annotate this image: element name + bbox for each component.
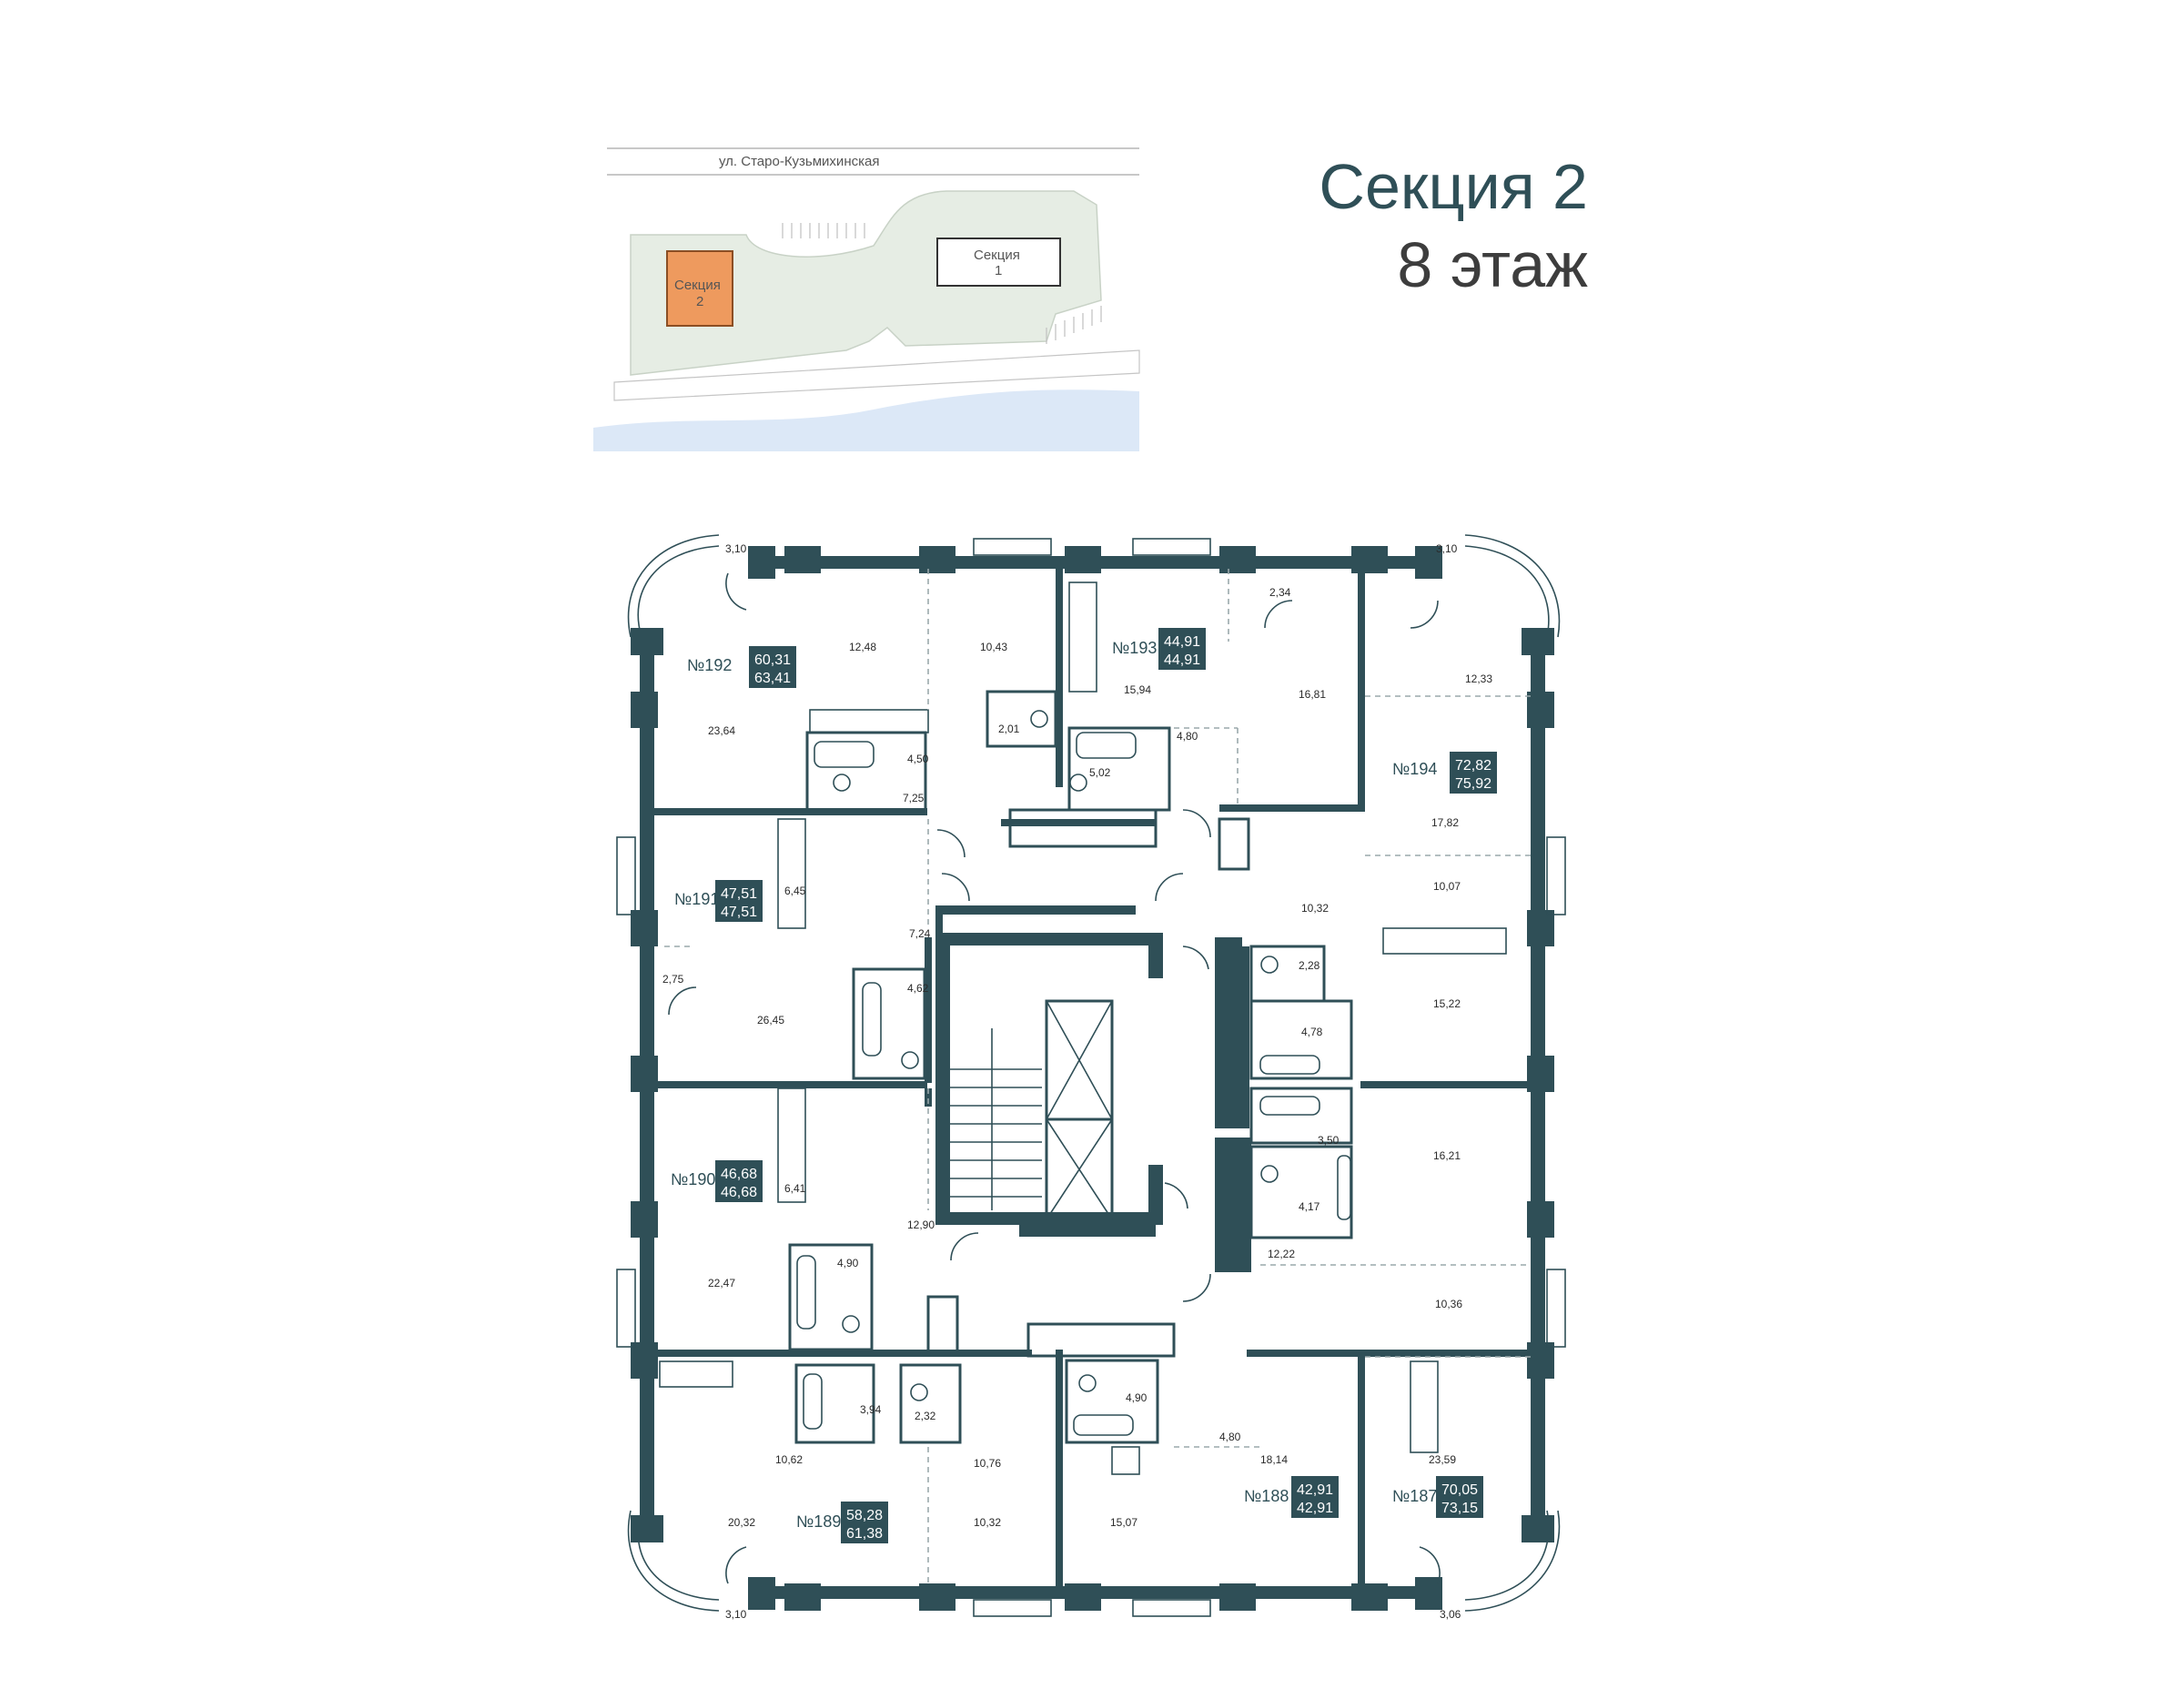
room-area: 23,64 xyxy=(708,724,735,737)
room-area: 15,94 xyxy=(1124,683,1151,696)
room-area: 26,45 xyxy=(757,1014,784,1026)
room-area: 10,36 xyxy=(1435,1298,1462,1310)
area-total: 44,91 xyxy=(1164,652,1200,668)
room-area: 10,76 xyxy=(974,1457,1001,1470)
apartment-number: №193 xyxy=(1112,639,1157,657)
apartment-190[interactable]: №190 46,68 46,68 xyxy=(671,1160,763,1202)
room-area: 17,82 xyxy=(1431,816,1459,829)
apartment-number: №192 xyxy=(687,656,732,674)
room-area: 12,48 xyxy=(849,641,876,653)
room-area: 10,07 xyxy=(1433,880,1461,893)
apartment-194[interactable]: №194 72,82 75,92 xyxy=(1392,752,1497,794)
site-map: ул. Старо-Кузьмихинская Секция 2 Секция … xyxy=(593,147,1140,451)
room-area: 7,25 xyxy=(903,792,925,804)
apartment-number: №189 xyxy=(796,1512,841,1531)
section-1-label-2: 1 xyxy=(995,263,1002,278)
room-area: 2,32 xyxy=(915,1410,936,1422)
room-area: 3,94 xyxy=(860,1403,882,1416)
apartment-number: №191 xyxy=(674,890,719,908)
apartment-189[interactable]: №189 58,28 61,38 xyxy=(796,1502,888,1543)
area-living: 44,91 xyxy=(1164,634,1200,650)
page-title: Секция 2 8 этаж xyxy=(1319,147,1588,304)
area-living: 58,28 xyxy=(846,1508,883,1523)
area-living: 47,51 xyxy=(721,886,757,902)
area-total: 63,41 xyxy=(754,671,791,686)
room-areas: 3,10 3,10 3,10 3,06 12,48 10,43 23,64 2,… xyxy=(662,542,1492,1621)
room-area: 3,50 xyxy=(1318,1134,1340,1147)
room-area: 3,10 xyxy=(725,542,747,555)
room-area: 3,10 xyxy=(1436,542,1458,555)
area-total: 42,91 xyxy=(1297,1501,1333,1516)
area-living: 72,82 xyxy=(1455,758,1491,774)
room-area: 5,02 xyxy=(1089,766,1111,779)
area-living: 42,91 xyxy=(1297,1482,1333,1498)
apartment-number: №187 xyxy=(1392,1487,1437,1505)
room-area: 7,24 xyxy=(909,927,931,940)
room-area: 4,90 xyxy=(837,1257,859,1269)
room-area: 4,50 xyxy=(907,753,929,765)
apartment-187[interactable]: №187 70,05 73,15 xyxy=(1392,1476,1483,1518)
room-area: 16,81 xyxy=(1299,688,1326,701)
floor-plan xyxy=(616,534,1566,1617)
apartment-number: №188 xyxy=(1244,1487,1289,1505)
room-area: 4,80 xyxy=(1177,730,1198,743)
area-total: 75,92 xyxy=(1455,776,1491,792)
room-area: 3,10 xyxy=(725,1608,747,1621)
room-area: 12,33 xyxy=(1465,673,1492,685)
room-area: 18,14 xyxy=(1260,1453,1288,1466)
room-area: 2,75 xyxy=(662,973,684,986)
room-area: 3,06 xyxy=(1440,1608,1461,1621)
section-2-label-1: Секция xyxy=(674,278,721,293)
apartment-188[interactable]: №188 42,91 42,91 xyxy=(1244,1476,1339,1518)
room-area: 4,17 xyxy=(1299,1200,1320,1213)
area-living: 60,31 xyxy=(754,652,791,668)
room-area: 15,07 xyxy=(1110,1516,1138,1529)
room-area: 12,90 xyxy=(907,1219,935,1231)
section-1-block[interactable] xyxy=(936,238,1061,287)
room-area: 2,01 xyxy=(998,723,1020,735)
site-territory xyxy=(630,190,1102,376)
section-1-label-1: Секция xyxy=(974,248,1020,263)
room-area: 10,32 xyxy=(1301,902,1329,915)
street-label: ул. Старо-Кузьмихинская xyxy=(719,154,879,169)
area-living: 46,68 xyxy=(721,1167,757,1182)
apartment-192[interactable]: №192 60,31 63,41 xyxy=(687,646,796,688)
room-area: 20,32 xyxy=(728,1516,755,1529)
section-title: Секция 2 xyxy=(1319,151,1588,222)
river xyxy=(593,389,1139,451)
room-area: 4,90 xyxy=(1126,1391,1148,1404)
room-area: 4,62 xyxy=(907,982,929,995)
room-area: 22,47 xyxy=(708,1277,735,1289)
area-total: 46,68 xyxy=(721,1185,757,1200)
room-area: 15,22 xyxy=(1433,997,1461,1010)
area-total: 73,15 xyxy=(1441,1501,1478,1516)
room-area: 10,32 xyxy=(974,1516,1001,1529)
area-total: 61,38 xyxy=(846,1526,883,1542)
room-area: 23,59 xyxy=(1429,1453,1456,1466)
apartment-number: №190 xyxy=(671,1170,715,1188)
room-area: 6,41 xyxy=(784,1182,806,1195)
room-area: 12,22 xyxy=(1268,1248,1295,1260)
room-area: 10,62 xyxy=(775,1453,803,1466)
room-area: 2,34 xyxy=(1269,586,1291,599)
room-area: 2,28 xyxy=(1299,959,1320,972)
apartment-number: №194 xyxy=(1392,760,1437,778)
room-area: 4,80 xyxy=(1219,1431,1241,1443)
area-total: 47,51 xyxy=(721,905,757,920)
apartment-191[interactable]: №191 47,51 47,51 xyxy=(674,880,763,922)
room-area: 4,78 xyxy=(1301,1026,1323,1038)
room-area: 6,45 xyxy=(784,885,806,897)
apartment-193[interactable]: №193 44,91 44,91 xyxy=(1112,628,1206,670)
room-area: 16,21 xyxy=(1433,1149,1461,1162)
floor-title: 8 этаж xyxy=(1397,229,1588,300)
area-living: 70,05 xyxy=(1441,1482,1478,1498)
room-area: 10,43 xyxy=(980,641,1007,653)
section-2-block[interactable] xyxy=(666,250,733,327)
section-2-label-2: 2 xyxy=(696,294,703,309)
